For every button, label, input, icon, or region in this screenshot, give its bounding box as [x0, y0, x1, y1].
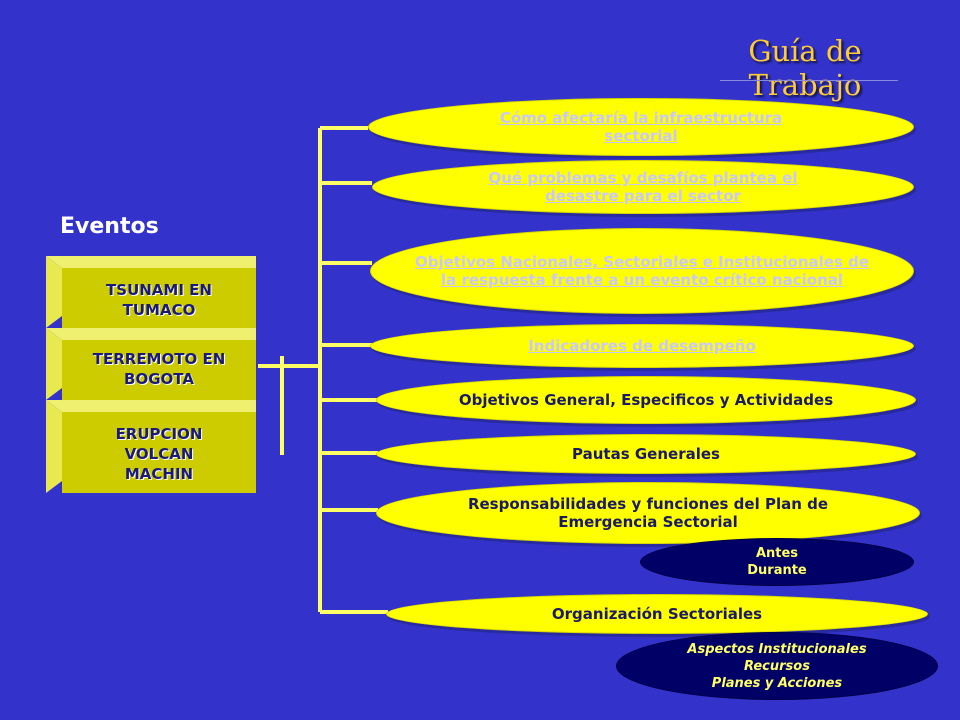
- event-box-shape: [46, 400, 256, 493]
- event-label: ERUPCION VOLCAN MACHIN: [115, 425, 203, 483]
- event-box-shape: [46, 328, 256, 400]
- topic-label: Indicadores de desempeño: [528, 337, 756, 355]
- eventos-label: Eventos: [60, 214, 159, 239]
- title-underline: [720, 80, 898, 81]
- event-box-terremoto[interactable]: TERREMOTO EN BOGOTA: [46, 328, 258, 400]
- note-aspectos: Aspectos Institucionales Recursos Planes…: [616, 632, 938, 700]
- topic-label: Pautas Generales: [572, 445, 720, 463]
- topic-indicadores[interactable]: Indicadores de desempeño: [370, 324, 914, 368]
- event-box-shape: [46, 256, 256, 328]
- topic-label: Objetivos General, Especificos y Activid…: [458, 391, 834, 409]
- topic-label: Qué problemas y desafíos plantea el desa…: [488, 169, 798, 205]
- topic-problemas[interactable]: Qué problemas y desafíos plantea el desa…: [372, 160, 914, 214]
- topic-objetivos-nacionales[interactable]: Objetivos Nacionales, Sectoriales e Inst…: [370, 228, 914, 314]
- note-label: Aspectos Institucionales Recursos Planes…: [687, 641, 867, 691]
- event-box-erupcion[interactable]: ERUPCION VOLCAN MACHIN: [46, 400, 258, 493]
- topic-label: Objetivos Nacionales, Sectoriales e Inst…: [414, 253, 870, 289]
- event-label: TERREMOTO EN BOGOTA: [92, 350, 226, 388]
- topic-label: Responsabilidades y funciones del Plan d…: [467, 495, 829, 531]
- slide-title: Guía de Trabajo: [748, 34, 862, 102]
- event-label: TSUNAMI EN TUMACO: [106, 281, 212, 319]
- topic-objetivos-general[interactable]: Objetivos General, Especificos y Activid…: [376, 376, 916, 424]
- topic-organizacion[interactable]: Organización Sectoriales: [386, 594, 928, 634]
- topic-pautas[interactable]: Pautas Generales: [376, 434, 916, 474]
- event-box-tsunami[interactable]: TSUNAMI EN TUMACO: [46, 256, 258, 328]
- note-label: Antes Durante: [747, 546, 807, 578]
- topic-infraestructura[interactable]: Cómo afectaría la infraestructura sector…: [368, 98, 914, 156]
- note-antes-durante: Antes Durante: [640, 538, 914, 586]
- topic-label: Cómo afectaría la infraestructura sector…: [499, 109, 783, 145]
- topic-label: Organización Sectoriales: [551, 605, 763, 623]
- topic-responsabilidades[interactable]: Responsabilidades y funciones del Plan d…: [376, 482, 920, 544]
